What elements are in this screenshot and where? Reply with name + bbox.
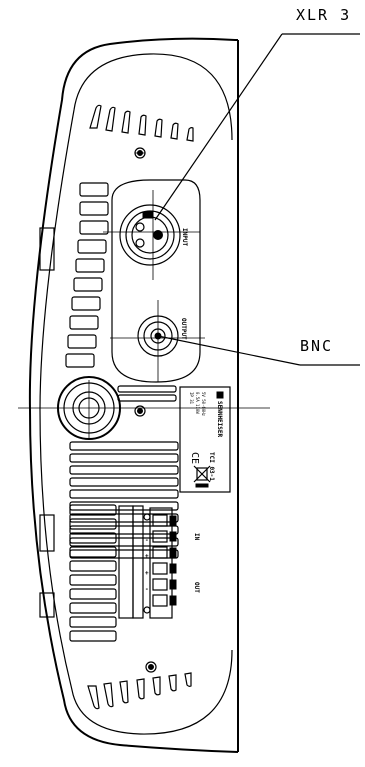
- vent-slot: [79, 220, 109, 235]
- terminal-in-label: IN: [193, 533, 200, 541]
- vent-slot: [69, 574, 117, 586]
- vent-slot: [69, 504, 117, 516]
- output-label: OUTPUT: [180, 318, 187, 340]
- terminal-screw[interactable]: [152, 514, 168, 527]
- terminal-symbol: +: [145, 570, 149, 577]
- terminal-screw[interactable]: [152, 546, 168, 559]
- xlr-callout-label: XLR 3: [296, 6, 351, 24]
- side-recess: [39, 514, 55, 552]
- vent-slot: [69, 546, 117, 558]
- screw-icon: [134, 405, 146, 417]
- terminal-symbol: -: [145, 537, 149, 544]
- terminal-screw[interactable]: [152, 578, 168, 591]
- model-text: TCI 03-1: [208, 452, 215, 481]
- terminal-clamp: [169, 579, 177, 590]
- vent-slot: [71, 296, 101, 311]
- weee-bin-icon: [193, 465, 211, 488]
- vent-slot: [69, 513, 179, 523]
- terminal-out-label: OUT: [193, 582, 200, 593]
- bnc-leader-line: [157, 335, 301, 366]
- vent-slot: [69, 315, 99, 330]
- vent-slot: [69, 630, 117, 642]
- terminal-clamp: [169, 515, 177, 526]
- terminal-clamp: [169, 595, 177, 606]
- vent-slot: [67, 334, 97, 349]
- housing-outline: [28, 37, 239, 753]
- vent-slot: [79, 182, 109, 197]
- vent-slot: [69, 532, 117, 544]
- rating-line-2: 0.5A 110W: [195, 392, 200, 414]
- screw-icon: [145, 661, 157, 673]
- terminal-symbol: -: [145, 586, 149, 593]
- sennheiser-logo-icon: [216, 391, 224, 399]
- ground-icon: [143, 513, 151, 614]
- housing-inner-outline: [39, 53, 233, 735]
- vent-slot: [69, 525, 179, 535]
- bnc-callout-label: BNC: [300, 337, 333, 355]
- vent-slot: [117, 385, 177, 393]
- vent-slot: [69, 602, 117, 614]
- terminal-clamp: [169, 531, 177, 542]
- vent-slot: [69, 518, 117, 530]
- round-connector[interactable]: [18, 376, 270, 440]
- vent-slot: [69, 489, 179, 499]
- terminal-block: [118, 505, 173, 619]
- vent-slot: [69, 441, 179, 451]
- vent-slot: [69, 477, 179, 487]
- ce-mark: CE: [189, 452, 200, 464]
- terminal-screw[interactable]: [152, 594, 168, 607]
- terminal-screw[interactable]: [152, 530, 168, 543]
- xlr-input-connector[interactable]: [103, 190, 200, 280]
- terminal-clamp: [169, 547, 177, 558]
- terminal-symbol: +: [145, 553, 149, 560]
- vent-slot: [75, 258, 105, 273]
- side-recess: [39, 227, 55, 271]
- rating-line-3: IP 31: [189, 392, 194, 405]
- top-grille: [89, 104, 194, 142]
- screw-icon: [134, 147, 146, 159]
- rating-line-1: 5V 50-60Hz: [201, 392, 206, 417]
- bottom-grille: [87, 672, 192, 710]
- left-vent-grille: [65, 182, 179, 642]
- terminal-screw[interactable]: [152, 562, 168, 575]
- terminal-screws[interactable]: [152, 514, 177, 607]
- xlr-leader-line: [154, 33, 283, 221]
- vent-slot: [65, 353, 95, 368]
- vent-slot: [77, 239, 107, 254]
- vent-slot: [79, 201, 109, 216]
- vent-slot: [73, 277, 103, 292]
- rating-plate: [179, 386, 231, 493]
- input-label: INPUT: [181, 228, 188, 246]
- vent-slot: [69, 453, 179, 463]
- terminal-clamp: [169, 563, 177, 574]
- vent-slot: [69, 588, 117, 600]
- vent-slot: [69, 560, 117, 572]
- connector-module-outline: [111, 179, 201, 383]
- bnc-output-connector[interactable]: [110, 300, 205, 382]
- brand-name: SENNHEISER: [216, 401, 223, 438]
- vent-slot: [117, 394, 177, 402]
- side-recess: [39, 592, 55, 618]
- vent-slot: [69, 616, 117, 628]
- vent-slot: [69, 465, 179, 475]
